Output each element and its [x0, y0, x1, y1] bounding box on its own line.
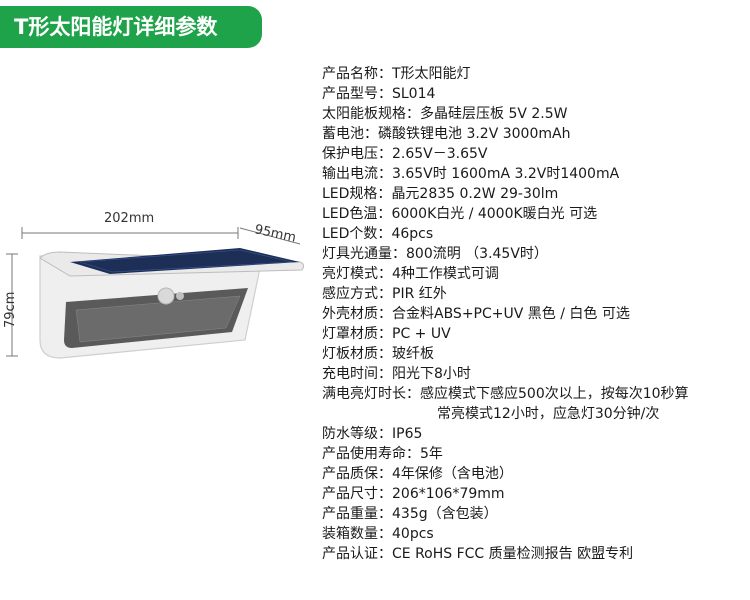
spec-value: 阳光下8小时: [392, 366, 471, 382]
spec-row: LED色温：6000K白光 / 4000K暖白光 可选: [322, 204, 747, 224]
spec-row: 蓄电池：磷酸铁锂电池 3.2V 3000mAh: [322, 124, 747, 144]
spec-row: 产品质保：4年保修（含电池）: [322, 464, 747, 484]
spec-label: 产品重量：: [322, 506, 392, 522]
spec-value: 46pcs: [391, 226, 434, 242]
spec-value: 2.65V－3.65V: [392, 146, 488, 162]
spec-row: 外壳材质：合金料ABS+PC+UV 黑色 / 白色 可选: [322, 304, 747, 324]
height-dimension-label: 79cm: [3, 292, 18, 328]
spec-row: 太阳能板规格：多晶硅层压板 5V 2.5W: [322, 104, 747, 124]
spec-row: 产品使用寿命：5年: [322, 444, 747, 464]
spec-label: 灯罩材质：: [322, 326, 392, 342]
spec-row: 产品认证：CE RoHS FCC 质量检测报告 欧盟专利: [322, 544, 747, 564]
spec-label: 产品尺寸：: [322, 486, 392, 502]
spec-label: 充电时间：: [322, 366, 392, 382]
spec-label: LED色温：: [322, 206, 392, 222]
spec-value: PC + UV: [392, 326, 451, 342]
spec-value: 435g（含包装）: [392, 506, 498, 522]
spec-row: 灯板材质：玻纤板: [322, 344, 747, 364]
spec-value: 6000K白光 / 4000K暖白光 可选: [391, 206, 598, 222]
spec-value: T形太阳能灯: [392, 66, 471, 82]
spec-label: 产品型号：: [322, 86, 392, 102]
spec-row: LED规格：晶元2835 0.2W 29-30lm: [322, 184, 747, 204]
spec-label: 产品质保：: [322, 466, 392, 482]
spec-value: 40pcs: [392, 526, 434, 542]
spec-row: 输出电流：3.65V时 1600mA 3.2V时1400mA: [322, 164, 747, 184]
spec-row: 产品型号：SL014: [322, 84, 747, 104]
spec-label: 产品名称：: [322, 66, 392, 82]
spec-row: 灯罩材质：PC + UV: [322, 324, 747, 344]
spec-value: 4年保修（含电池）: [392, 466, 513, 482]
spec-label: 灯具光通量：: [322, 246, 406, 262]
spec-value: 常亮模式12小时，应急灯30分钟/次: [437, 406, 660, 422]
spec-row: 产品重量：435g（含包装）: [322, 504, 747, 524]
spec-label: 感应方式：: [322, 286, 392, 302]
spec-label: 保护电压：: [322, 146, 392, 162]
spec-label: 蓄电池：: [322, 126, 378, 142]
spec-row: 充电时间：阳光下8小时: [322, 364, 747, 384]
spec-value: 感应模式下感应500次以上，按每次10秒算: [420, 386, 689, 402]
spec-value: PIR 红外: [392, 286, 447, 302]
header-band: T形太阳能灯详细参数: [0, 0, 750, 52]
spec-value: 3.65V时 1600mA 3.2V时1400mA: [392, 166, 620, 182]
spec-label: 防水等级：: [322, 426, 392, 442]
spec-row: 亮灯模式：4种工作模式可调: [322, 264, 747, 284]
spec-row: 装箱数量：40pcs: [322, 524, 747, 544]
spec-label: 亮灯模式：: [322, 266, 392, 282]
spec-label: 满电亮灯时长：: [322, 386, 420, 402]
spec-label: 灯板材质：: [322, 346, 392, 362]
spec-value: 5年: [420, 446, 443, 462]
spec-row: 保护电压：2.65V－3.65V: [322, 144, 747, 164]
spec-row: 灯具光通量：800流明 （3.45V时）: [322, 244, 747, 264]
spec-value: 玻纤板: [392, 346, 434, 362]
spec-row: 常亮模式12小时，应急灯30分钟/次: [322, 404, 747, 424]
spec-value: IP65: [392, 426, 423, 442]
spec-row: 感应方式：PIR 红外: [322, 284, 747, 304]
spec-row: 产品名称：T形太阳能灯: [322, 64, 747, 84]
spec-value: 晶元2835 0.2W 29-30lm: [391, 186, 559, 202]
spec-row: 产品尺寸：206*106*79mm: [322, 484, 747, 504]
spec-value: SL014: [392, 86, 436, 102]
spec-value: 800流明 （3.45V时）: [406, 246, 548, 262]
spec-row: 防水等级：IP65: [322, 424, 747, 444]
spec-label: LED个数：: [322, 226, 392, 242]
page-title: T形太阳能灯详细参数: [0, 6, 262, 48]
spec-value: 合金料ABS+PC+UV 黑色 / 白色 可选: [392, 306, 630, 322]
spec-value: CE RoHS FCC 质量检测报告 欧盟专利: [392, 546, 634, 562]
spec-value: 4种工作模式可调: [392, 266, 499, 282]
spec-value: 多晶硅层压板 5V 2.5W: [420, 106, 568, 122]
spec-label: 装箱数量：: [322, 526, 392, 542]
spec-label: 产品使用寿命：: [322, 446, 420, 462]
spec-row: LED个数：46pcs: [322, 224, 747, 244]
spec-label: LED规格：: [322, 186, 392, 202]
width-dimension-label: 202mm: [104, 211, 154, 226]
spec-row: 满电亮灯时长：感应模式下感应500次以上，按每次10秒算: [322, 384, 747, 404]
spec-value: 磷酸铁锂电池 3.2V 3000mAh: [378, 126, 571, 142]
spec-label: 产品认证：: [322, 546, 392, 562]
spec-label: 太阳能板规格：: [322, 106, 420, 122]
spec-label: 外壳材质：: [322, 306, 392, 322]
depth-dimension-label: 95mm: [253, 222, 297, 245]
product-illustration: 202mm 95mm 79cm: [3, 211, 305, 359]
spec-label: 输出电流：: [322, 166, 392, 182]
spec-value: 206*106*79mm: [392, 486, 505, 502]
